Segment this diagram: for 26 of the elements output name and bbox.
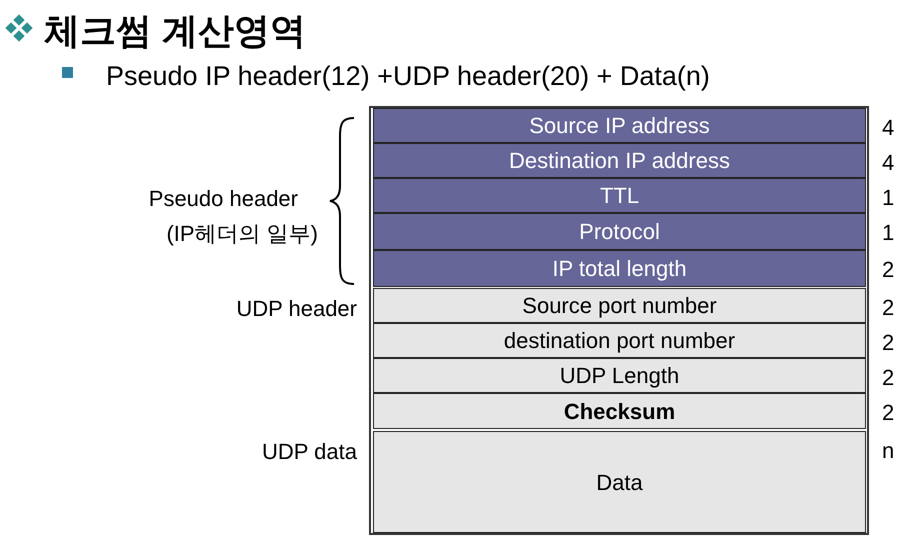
side-label: UDP data (262, 438, 357, 466)
byte-size: 2 (882, 294, 894, 322)
header-field: Protocol (373, 213, 866, 250)
header-field: IP total length (373, 250, 866, 287)
byte-size: 4 (882, 149, 894, 177)
byte-size: n (882, 437, 894, 465)
header-field: Source port number (373, 288, 866, 323)
header-field: Source IP address (373, 108, 866, 143)
header-field: Destination IP address (373, 143, 866, 178)
side-label: (IP헤더의 일부) (166, 220, 318, 248)
byte-size: 2 (882, 329, 894, 357)
byte-size: 1 (882, 184, 894, 212)
byte-size: 2 (882, 399, 894, 427)
subtitle: Pseudo IP header(12) +UDP header(20) + Data(n) (106, 60, 710, 93)
side-label: Pseudo header (148, 185, 298, 213)
header-field: Checksum (373, 393, 866, 429)
byte-size: 1 (882, 219, 894, 247)
byte-size: 2 (882, 256, 894, 284)
header-field: destination port number (373, 323, 866, 358)
side-label: UDP header (236, 295, 357, 323)
header-field: UDP Length (373, 358, 866, 393)
byte-size: 2 (882, 364, 894, 392)
byte-size: 4 (882, 114, 894, 142)
title: 체크썸 계산영역 (44, 9, 306, 53)
header-field: TTL (373, 178, 866, 213)
header-field: Data (373, 431, 866, 533)
